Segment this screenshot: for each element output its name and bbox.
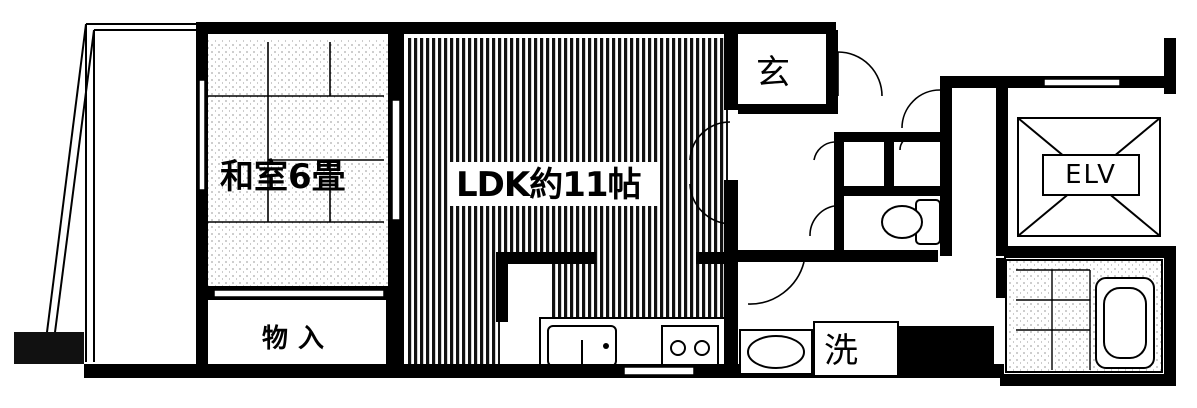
toilet xyxy=(881,199,941,245)
washbasin xyxy=(739,329,813,375)
ldk-label-bg xyxy=(450,162,660,206)
windows xyxy=(198,78,1121,376)
entrance-label: 玄 xyxy=(756,53,790,93)
balcony xyxy=(45,23,196,362)
balcony-post xyxy=(14,332,84,364)
washitsu-floor xyxy=(204,40,390,286)
storage-area xyxy=(204,300,390,368)
bath-tiles xyxy=(1016,269,1091,370)
burner-left-icon xyxy=(670,340,686,356)
storage-label: 物入 xyxy=(262,324,335,354)
washitsu-label: 和室6畳 xyxy=(220,157,346,197)
burner-right-icon xyxy=(694,340,710,356)
elevator-label: ELV xyxy=(1042,154,1140,196)
washroom-label-box xyxy=(813,321,899,377)
tatami-lines xyxy=(208,42,384,223)
walls xyxy=(84,22,1176,386)
bathtub xyxy=(1095,277,1155,369)
ldk-label: LDK約11帖 xyxy=(456,165,642,205)
door-swings xyxy=(689,51,941,305)
washroom-label: 洗 xyxy=(824,331,858,371)
